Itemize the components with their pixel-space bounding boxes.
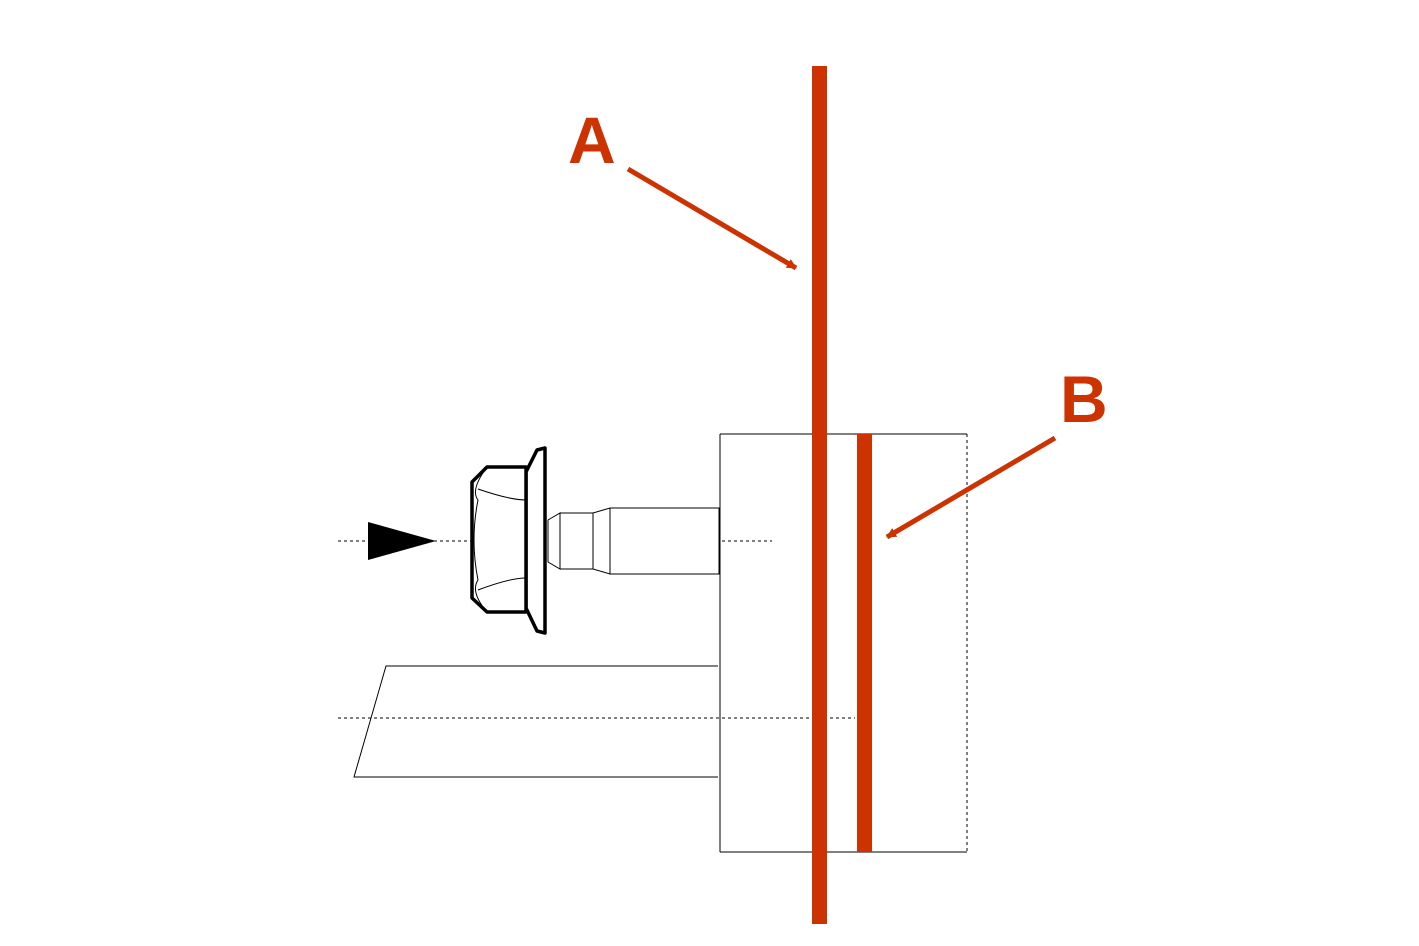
callout-a-arrow	[626, 166, 798, 271]
mounting-block	[719, 433, 968, 853]
surface-b-line	[857, 434, 872, 852]
flange-hex-bolt-icon	[470, 446, 720, 635]
lower-arm	[353, 665, 718, 778]
surface-a-line	[812, 66, 827, 924]
callout-a-label: A	[568, 103, 616, 177]
black-triangle-arrow-icon	[368, 522, 436, 560]
callout-b-label: B	[1060, 362, 1108, 436]
callout-b-arrow	[885, 435, 1057, 540]
